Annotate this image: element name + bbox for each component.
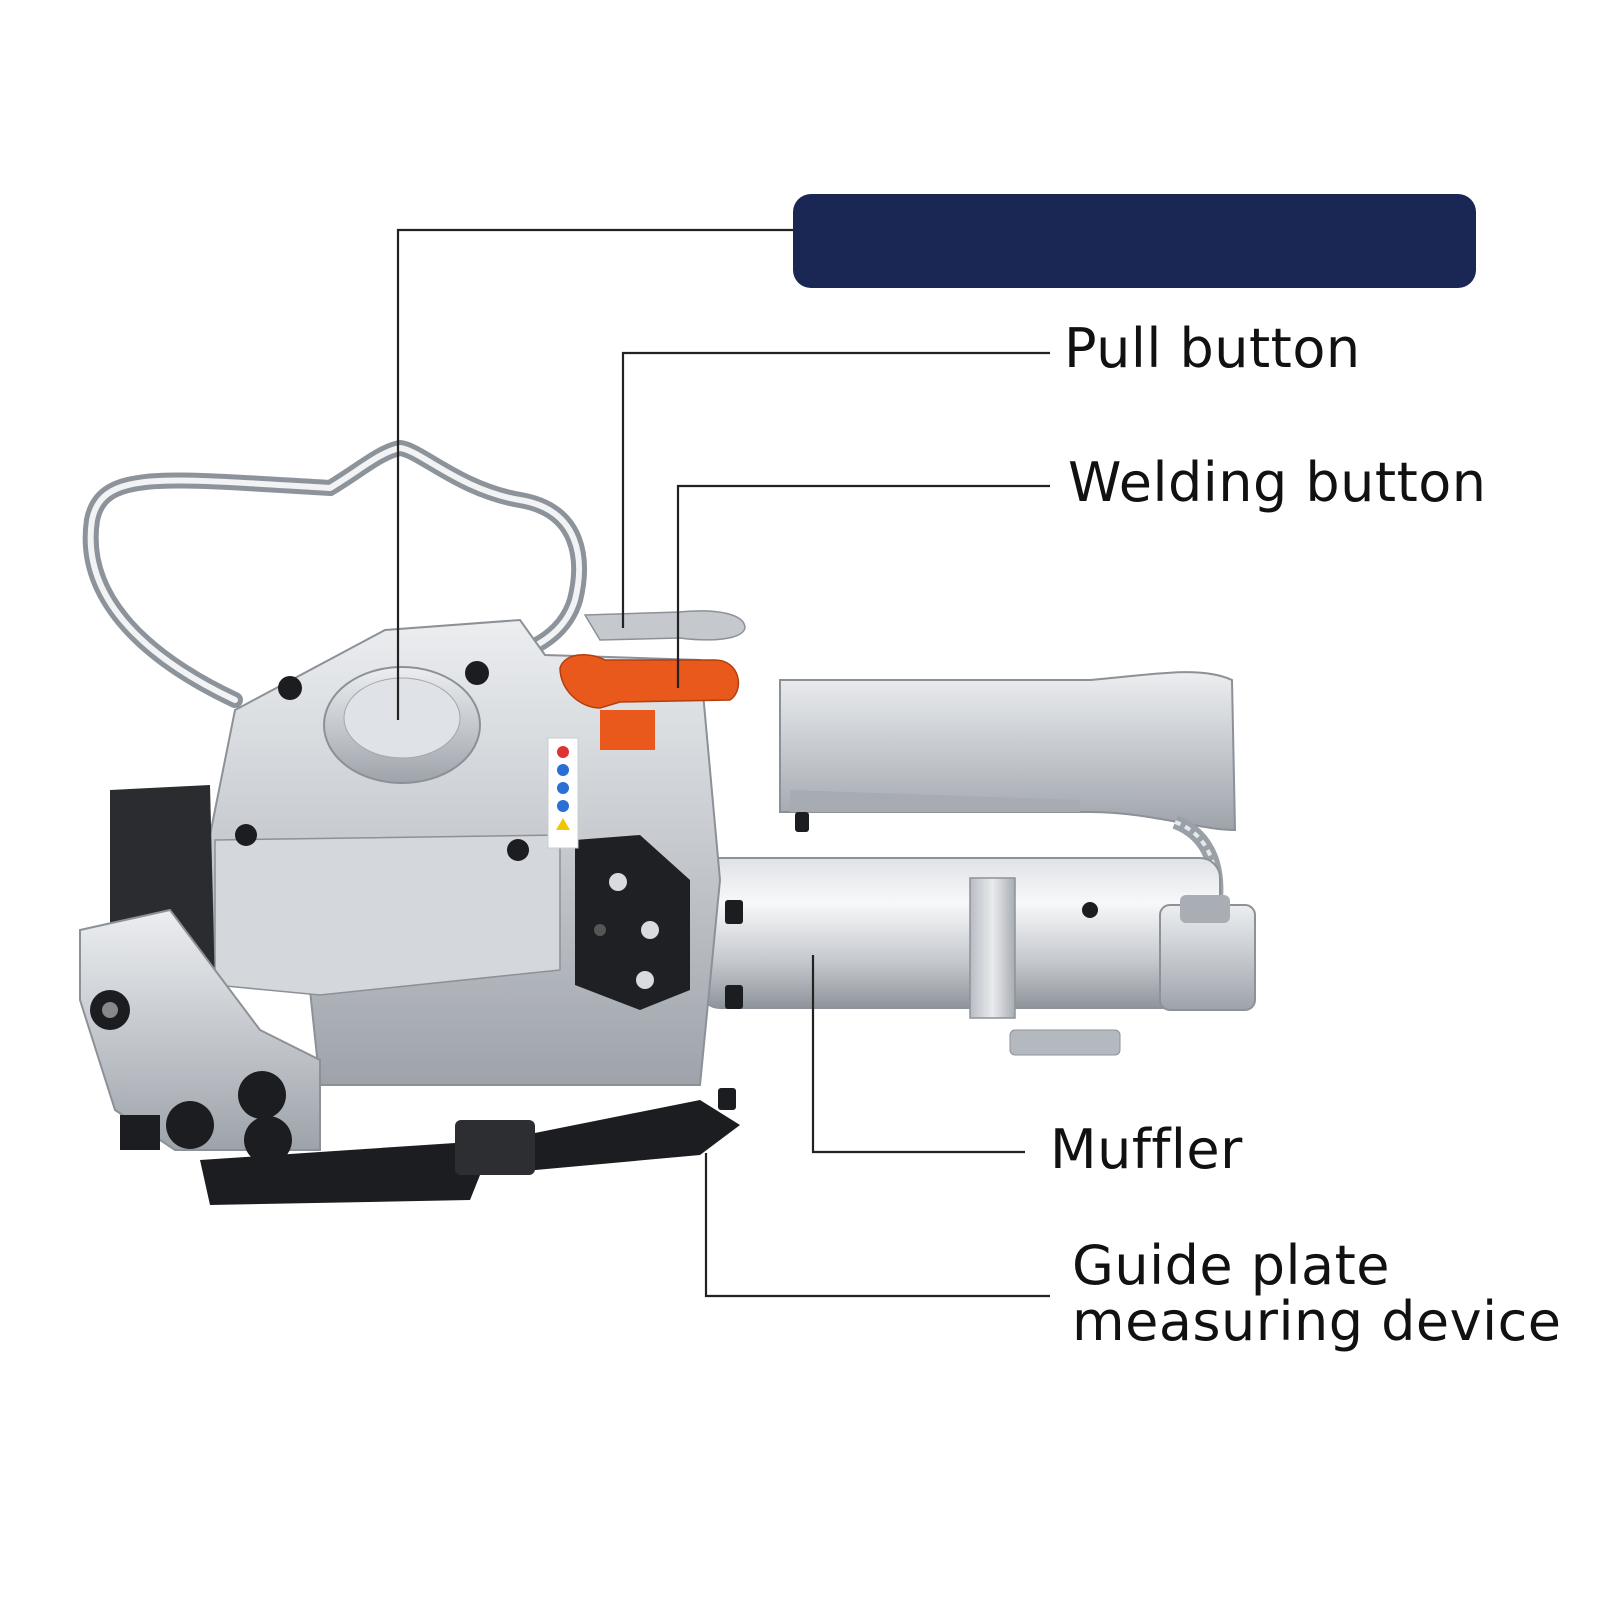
- callout-welding-button: Welding button: [1068, 451, 1487, 514]
- title-banner: [793, 194, 1476, 288]
- callout-guide-plate-line1: Guide plate: [1072, 1234, 1391, 1297]
- callout-muffler: Muffler: [1050, 1118, 1243, 1181]
- callout-pull-button: Pull button: [1064, 317, 1361, 380]
- leader-line-welding-button: [676, 484, 1050, 688]
- leader-line-top-cap: [396, 228, 793, 720]
- leader-lines: [396, 228, 1050, 1298]
- callout-guide-plate-line2: measuring device: [1072, 1290, 1562, 1353]
- leader-line-muffler: [811, 955, 1025, 1154]
- leader-line-pull-button: [621, 351, 1050, 628]
- leader-line-guide-plate: [704, 1153, 1050, 1298]
